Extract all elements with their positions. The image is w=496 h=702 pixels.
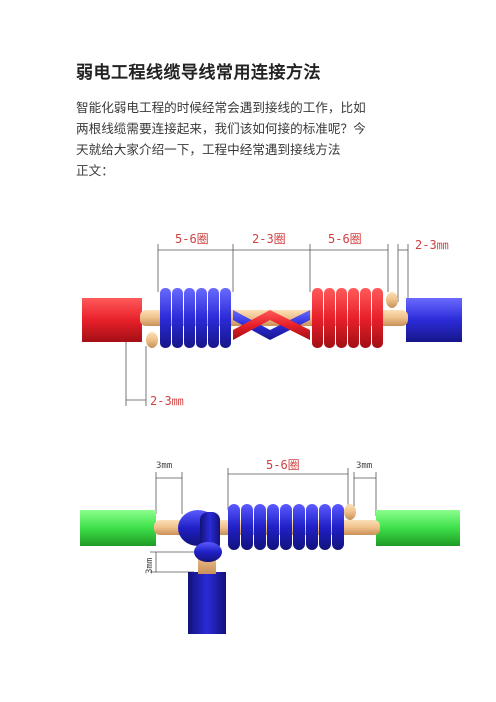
label-top-right-gap: 3mm (356, 461, 372, 471)
section-label: 正文： (76, 163, 114, 178)
intro-line-1: 智能化弱电工程的时候经常会遇到接线的工作，比如 (76, 100, 366, 115)
main-wire-left-insulation (80, 510, 156, 546)
dimension-lines-top (157, 244, 409, 302)
label-middle-twist: 2-3圈 (252, 232, 286, 246)
label-left-turns: 5-6圈 (175, 232, 209, 246)
core-end-right (386, 292, 398, 308)
label-turns: 5-6圈 (266, 458, 300, 472)
branch-wire-insulation (188, 572, 226, 634)
middle-twist (233, 310, 310, 340)
right-wire-insulation (406, 298, 462, 342)
splice-diagram-1: 5-6圈 2-3圈 5-6圈 2-3㎜ 2-3㎜ (82, 232, 462, 408)
label-top-left-gap: 3mm (156, 461, 172, 471)
left-coil-turns (160, 288, 231, 348)
article-title: 弱电工程线缆导线常用连接方法 (76, 63, 321, 83)
right-coil-turns (312, 288, 383, 348)
dimension-lines-fig2 (150, 468, 377, 573)
splice-diagram-2: 3mm 5-6圈 3mm 3mm (80, 458, 460, 634)
label-side-gap: 3mm (145, 558, 155, 574)
article-intro: 智能化弱电工程的时候经常会遇到接线的工作，比如 两根线缆需要连接起来，我们该如何… (76, 97, 426, 181)
label-right-turns: 5-6圈 (328, 232, 362, 246)
branch-knot (178, 510, 222, 562)
core-end-left (146, 332, 158, 348)
intro-line-2: 两根线缆需要连接起来，我们该如何接的标准呢？今 (76, 121, 366, 136)
label-right-gap: 2-3㎜ (415, 238, 449, 252)
branch-core-end (344, 504, 356, 520)
label-left-gap: 2-3㎜ (150, 394, 184, 408)
left-wire-insulation (82, 298, 142, 342)
intro-line-3: 天就给大家介绍一下，工程中经常遇到接线方法 (76, 142, 341, 157)
main-wire-right-insulation (376, 510, 460, 546)
dimension-lines-bottom (125, 342, 147, 406)
branch-coil-turns (228, 504, 344, 550)
